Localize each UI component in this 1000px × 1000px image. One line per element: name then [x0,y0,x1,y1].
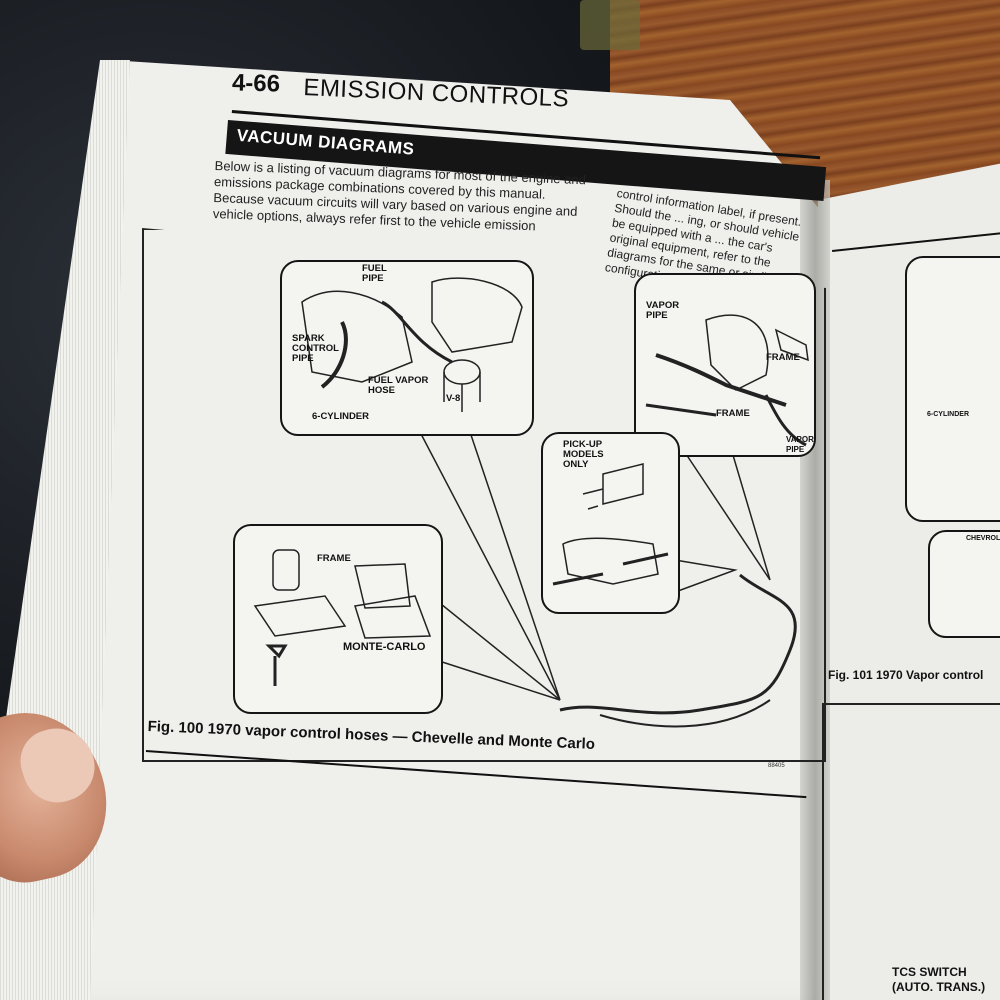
right-figure-box [822,703,1000,1000]
label-v8: V-8 [446,393,461,404]
monte-carlo-sketch [253,549,432,686]
label-monte-carlo: MONTE-CARLO [343,641,426,653]
pointer-vapor [679,444,771,581]
binder-clip [580,0,640,50]
label-pickup-models: PICK-UP MODELS ONLY [563,439,604,470]
label-chevrolet: CHEVROLET [966,535,1000,542]
hose-frame [599,699,771,728]
hose-main [559,573,797,715]
label-right-6-cylinder: 6-CYLINDER [927,411,970,418]
figure-code: 88405 [768,763,785,769]
right-callout-engine: 6-CYLINDER [905,256,1000,522]
callout-pickup: PICK-UP MODELS ONLY [541,432,680,614]
label-frame-2: FRAME [716,408,750,419]
callout-engines: FUEL PIPE SPARK CONTROL PIPE FUEL VAPOR … [280,260,534,436]
label-fuel-pipe: FUEL PIPE [362,263,387,284]
right-callout-chevrolet: CHEVROLET [928,530,1000,638]
figure-101-caption: Fig. 101 1970 Vapor control [828,668,984,682]
label-6-cylinder: 6-CYLINDER [312,411,370,422]
label-fuel-vapor-hose: FUEL VAPOR HOSE [368,375,429,396]
callout-monte-carlo: FRAME MONTE-CARLO [233,524,443,714]
pointer-monte [435,599,561,701]
label-spark-control-pipe: SPARK CONTROL PIPE [292,333,339,364]
pickup-sketch [552,463,669,586]
label-vapor-pipe: VAPOR PIPE [646,300,680,321]
engine-sketch [301,277,523,412]
callout-vapor-frame: VAPOR PIPE FRAME FRAME VAPOR PIPE [634,273,816,457]
label-frame-monte: FRAME [317,553,351,564]
label-vapor-pipe-2: VAPOR PIPE [786,435,814,454]
frame-sketch [645,314,809,447]
label-tcs-switch: TCS SWITCH (AUTO. TRANS.) [892,965,986,994]
label-frame-1: FRAME [766,352,800,363]
